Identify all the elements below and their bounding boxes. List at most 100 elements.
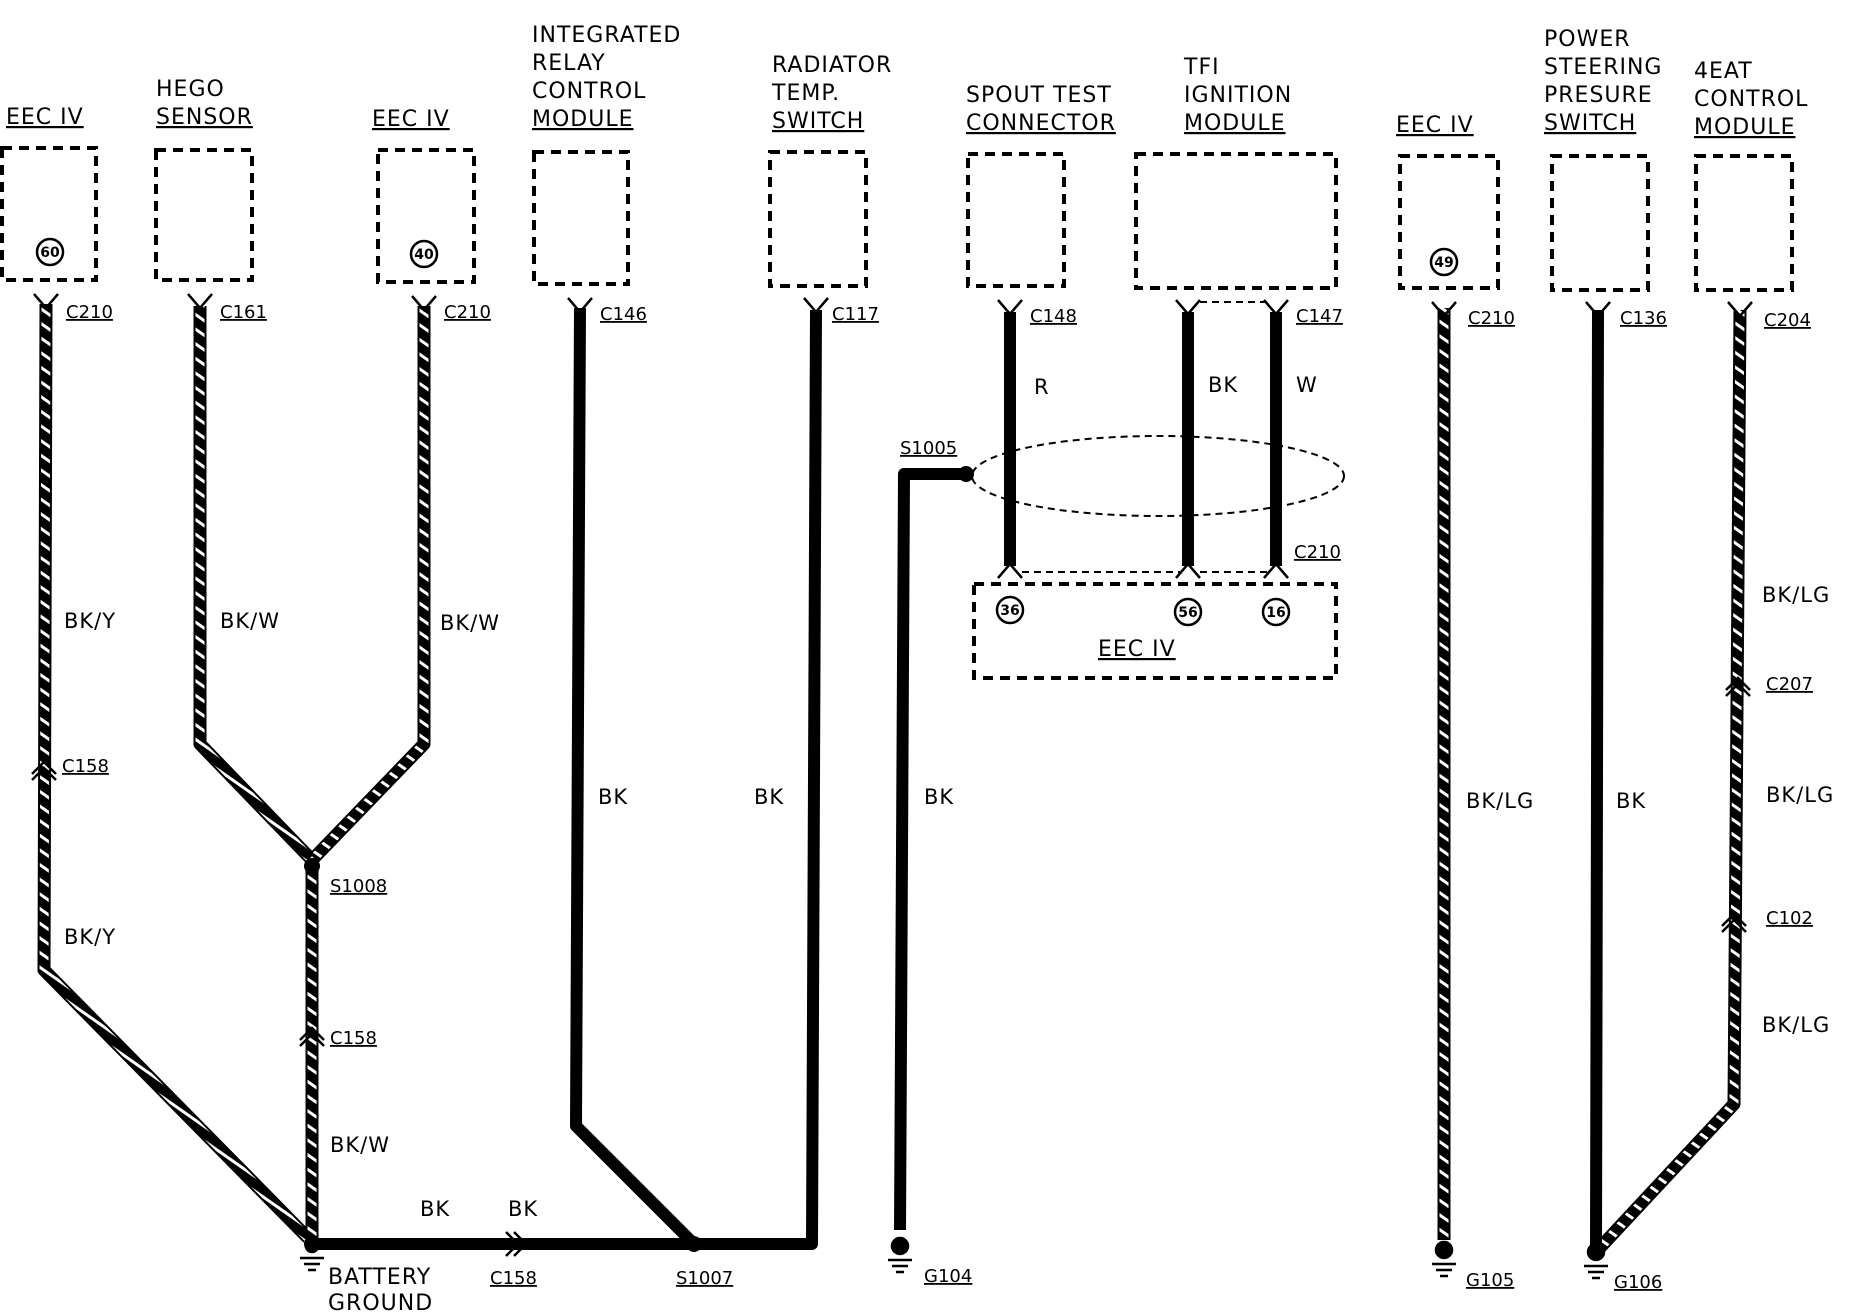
pin-36: 36	[1000, 603, 1019, 619]
label-ps-line4: SWITCH	[1544, 111, 1636, 136]
wire-label-bk-lg-eec3: BK/LG	[1466, 789, 1534, 813]
box-eec-3	[1398, 154, 1500, 290]
box-tfi-module	[1134, 152, 1338, 290]
connector-c147: C147	[1296, 306, 1343, 327]
label-ps-line3: PRESURE	[1544, 83, 1653, 108]
pin-56: 56	[1178, 605, 1197, 621]
ground-g106-label: G106	[1614, 1272, 1662, 1293]
pin-60: 60	[40, 245, 60, 261]
connector-c210-d: C210	[1468, 308, 1515, 329]
connector-c148: C148	[1030, 306, 1077, 327]
connector-c146: C146	[600, 304, 647, 325]
label-4eat-line2: CONTROL	[1694, 87, 1808, 112]
pin-40: 40	[414, 247, 434, 263]
box-4eat-module	[1694, 154, 1794, 292]
wire-label-tfi-w: W	[1296, 373, 1318, 397]
ground-icon-g104	[888, 1236, 912, 1274]
label-tfi-line3: MODULE	[1184, 111, 1286, 136]
inline-connector-c207	[1725, 676, 1751, 697]
splice-s1008-dot	[304, 858, 320, 874]
label-eec-1: EEC IV	[6, 105, 84, 130]
label-hego-line1: HEGO	[156, 77, 225, 102]
ground-g104-label: G104	[924, 1266, 972, 1287]
label-ps-line2: STEERING	[1544, 55, 1662, 80]
wire-label-bk-ps: BK	[1616, 789, 1646, 813]
wire-label-tfi-bk: BK	[1208, 373, 1238, 397]
label-rad-line1: RADIATOR	[772, 53, 892, 78]
inline-connector-c102	[1721, 912, 1747, 933]
wire-label-bk-lg-4eat-2: BK/LG	[1766, 783, 1834, 807]
wire-label-r: R	[1034, 375, 1050, 399]
wire-bk-ps	[1590, 309, 1604, 1247]
splice-s1007-dot	[686, 1236, 702, 1252]
label-tfi-line2: IGNITION	[1184, 83, 1292, 108]
box-eec-bottom	[972, 582, 1338, 680]
wire-label-bk-irc: BK	[598, 785, 628, 809]
inline-connector-c158-b	[299, 1026, 325, 1047]
wire-label-bk-s1005: BK	[924, 785, 954, 809]
label-rad-line2: TEMP.	[771, 81, 840, 106]
label-irc-line1: INTEGRATED	[532, 23, 681, 48]
ground-battery-line2: GROUND	[328, 1291, 433, 1312]
connector-c158-c-label: C158	[490, 1268, 537, 1289]
ground-g105-label: G105	[1466, 1270, 1514, 1291]
pin-49: 49	[1434, 255, 1453, 271]
label-rad-line3: SWITCH	[772, 109, 864, 134]
label-hego-line2: SENSOR	[156, 105, 253, 130]
box-irc-module	[532, 150, 630, 286]
wire-bk-radiator	[694, 309, 822, 1250]
box-eec-1	[0, 146, 98, 282]
ground-icon-g105	[1432, 1240, 1456, 1278]
wire-label-bk-w-eec: BK/W	[440, 611, 500, 635]
label-eec-bottom: EEC IV	[1098, 637, 1176, 662]
box-spout-connector	[966, 152, 1066, 288]
wire-label-bk-lg-4eat-1: BK/LG	[1762, 583, 1830, 607]
box-hego-sensor	[154, 148, 254, 282]
connector-c161: C161	[220, 302, 267, 323]
pin-16: 16	[1266, 605, 1285, 621]
connector-c158-b-label: C158	[330, 1028, 377, 1049]
ground-battery-line1: BATTERY	[328, 1265, 431, 1290]
label-irc-line2: RELAY	[532, 51, 606, 76]
wire-bk-w-hego	[193, 306, 315, 863]
wire-bk-y	[37, 303, 313, 1243]
box-eec-2	[376, 148, 476, 284]
wire-bk-lg-4eat	[1591, 309, 1747, 1257]
connector-c204: C204	[1764, 310, 1811, 331]
label-tfi-line1: TFI	[1183, 55, 1220, 80]
wire-bk-irc	[570, 307, 699, 1249]
wire-label-bk-lg-4eat-3: BK/LG	[1762, 1013, 1830, 1037]
box-ps-switch	[1550, 154, 1650, 292]
connector-c210-b: C210	[444, 302, 491, 323]
splice-s1008-label: S1008	[330, 876, 387, 897]
connector-c136: C136	[1620, 308, 1667, 329]
connector-c210-a: C210	[66, 302, 113, 323]
box-radiator-switch	[768, 150, 868, 288]
label-spout-line1: SPOUT TEST	[966, 83, 1112, 108]
label-ps-line1: POWER	[1544, 27, 1631, 52]
wire-label-bk-y-bottom: BK/Y	[64, 925, 116, 949]
splice-s1005-label: S1005	[900, 438, 957, 459]
wire-label-bk-bus-1: BK	[420, 1197, 450, 1221]
wire-label-bk-w-s1008: BK/W	[330, 1133, 390, 1157]
ground-icon-battery	[300, 1238, 324, 1272]
label-4eat-line1: 4EAT	[1694, 59, 1753, 84]
wire-label-bk-radiator: BK	[754, 785, 784, 809]
wire-label-bk-y-top: BK/Y	[64, 609, 116, 633]
label-eec-3: EEC IV	[1396, 113, 1474, 138]
label-4eat-line3: MODULE	[1694, 115, 1796, 140]
label-eec-2: EEC IV	[372, 107, 450, 132]
connector-c158-a-label: C158	[62, 756, 109, 777]
splice-s1005-dot	[958, 466, 974, 482]
shield-ellipse	[971, 435, 1345, 517]
wire-bk-w-eec	[309, 306, 431, 863]
connector-c210-c: C210	[1294, 542, 1341, 563]
label-irc-line4: MODULE	[532, 107, 634, 132]
inline-connector-c158-a	[31, 760, 57, 781]
connector-c207-label: C207	[1766, 674, 1813, 695]
wire-label-bk-w-hego: BK/W	[220, 609, 280, 633]
wire-label-bk-bus-2: BK	[508, 1197, 538, 1221]
splice-s1007-label: S1007	[676, 1268, 733, 1289]
